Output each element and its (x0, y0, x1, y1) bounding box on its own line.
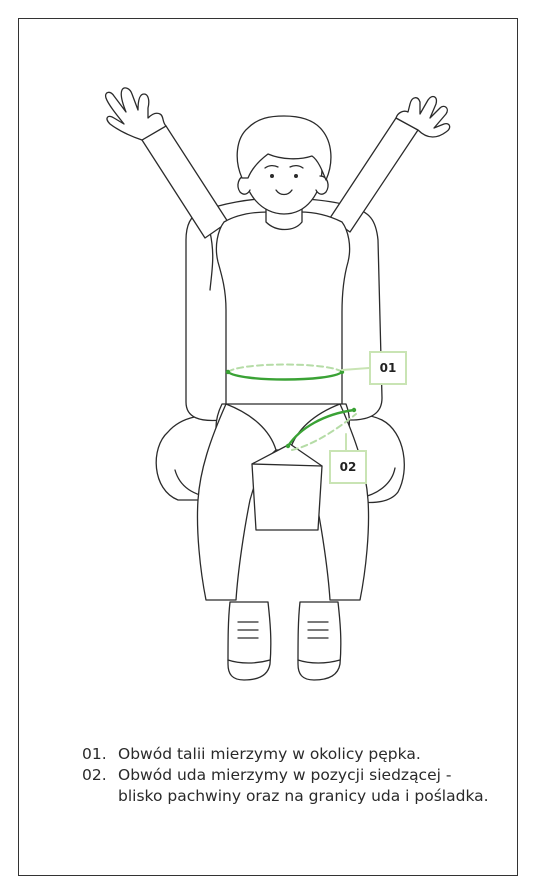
legend-item: 02. Obwód uda mierzymy w pozycji siedząc… (82, 765, 502, 807)
legend-text: Obwód talii mierzymy w okolicy pępka. (118, 744, 493, 765)
left-arm (142, 126, 228, 238)
right-arm (330, 118, 418, 232)
right-shoe (298, 602, 341, 680)
legend-number: 02. (82, 765, 118, 807)
legend-item: 01. Obwód talii mierzymy w okolicy pępka… (82, 744, 502, 765)
legend-number: 01. (82, 744, 118, 765)
left-shoe (228, 602, 271, 680)
seated-person-illustration (0, 0, 537, 720)
legend-text: Obwód uda mierzymy w pozycji siedzącej -… (118, 765, 493, 807)
marker-02: 02 (329, 450, 367, 484)
marker-01: 01 (369, 351, 407, 385)
measurement-legend: 01. Obwód talii mierzymy w okolicy pępka… (82, 744, 502, 807)
